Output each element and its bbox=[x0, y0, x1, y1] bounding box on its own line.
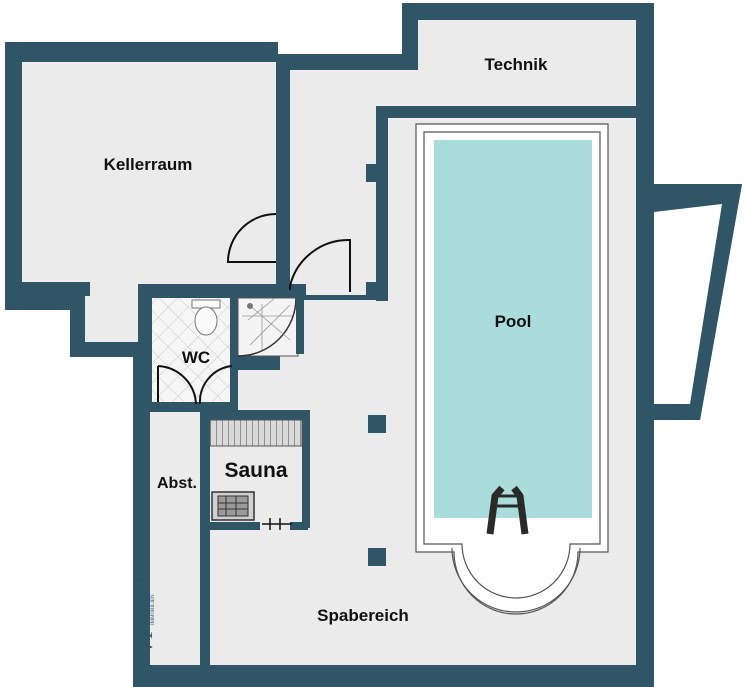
sauna-stove-icon bbox=[211, 491, 255, 521]
wall-abst-right bbox=[200, 410, 210, 665]
column-1 bbox=[368, 415, 386, 433]
wall-technik-bottom bbox=[376, 106, 636, 118]
wall-sauna-right bbox=[302, 410, 310, 528]
column-2 bbox=[368, 548, 386, 566]
wall-sauna-bottom-2 bbox=[290, 522, 308, 530]
pool-ladder-icon bbox=[486, 485, 529, 535]
wall-shower-bottom bbox=[236, 356, 280, 370]
technik-floor bbox=[418, 20, 636, 106]
label-wc: WC bbox=[182, 348, 210, 367]
door-wc-right bbox=[198, 365, 233, 405]
door-wc-left bbox=[157, 365, 197, 405]
corridor-floor-top bbox=[290, 70, 420, 108]
door-kellerraum bbox=[226, 213, 277, 263]
terrace-floor bbox=[654, 204, 722, 404]
abst-floor bbox=[150, 410, 200, 665]
wall-wc-bottom bbox=[150, 402, 238, 412]
pool-water bbox=[434, 140, 592, 518]
label-sauna: Sauna bbox=[224, 459, 287, 482]
wall-sauna-bottom bbox=[200, 522, 260, 530]
toilet-icon bbox=[191, 299, 221, 336]
wall-wc-left bbox=[138, 284, 152, 409]
watermark-logo: VP VON POLL IMMOBILIEN bbox=[132, 576, 157, 655]
wall-pool-hall-left bbox=[376, 106, 388, 301]
wall-kellerraum-right bbox=[276, 54, 290, 224]
label-abst: Abst. bbox=[157, 475, 197, 492]
watermark-monogram: VP bbox=[132, 627, 157, 655]
watermark-brand: VON POLL bbox=[138, 576, 149, 625]
pool bbox=[415, 123, 609, 615]
doors bbox=[157, 213, 351, 530]
wall-kellerraum-bottom bbox=[22, 282, 90, 296]
wall-wc-mid bbox=[230, 296, 238, 411]
door-corridor bbox=[289, 238, 351, 292]
room-labels: Kellerraum Technik Pool WC Sauna Abst. S… bbox=[104, 55, 548, 625]
watermark-tagline: IMMOBILIEN bbox=[151, 594, 156, 625]
label-spabereich: Spabereich bbox=[317, 606, 409, 625]
label-pool: Pool bbox=[495, 312, 532, 331]
wall-wc-top bbox=[138, 284, 306, 298]
shower-icon bbox=[237, 296, 304, 357]
kellerraum-floor bbox=[22, 62, 276, 292]
sauna-bench-icon bbox=[209, 419, 303, 447]
interior-walls bbox=[22, 54, 636, 665]
label-kellerraum: Kellerraum bbox=[104, 155, 193, 174]
label-technik: Technik bbox=[485, 55, 549, 74]
wall-sauna-top bbox=[200, 410, 308, 420]
wall-stub-upper bbox=[366, 164, 382, 182]
wall-stub-corridor bbox=[366, 282, 386, 300]
